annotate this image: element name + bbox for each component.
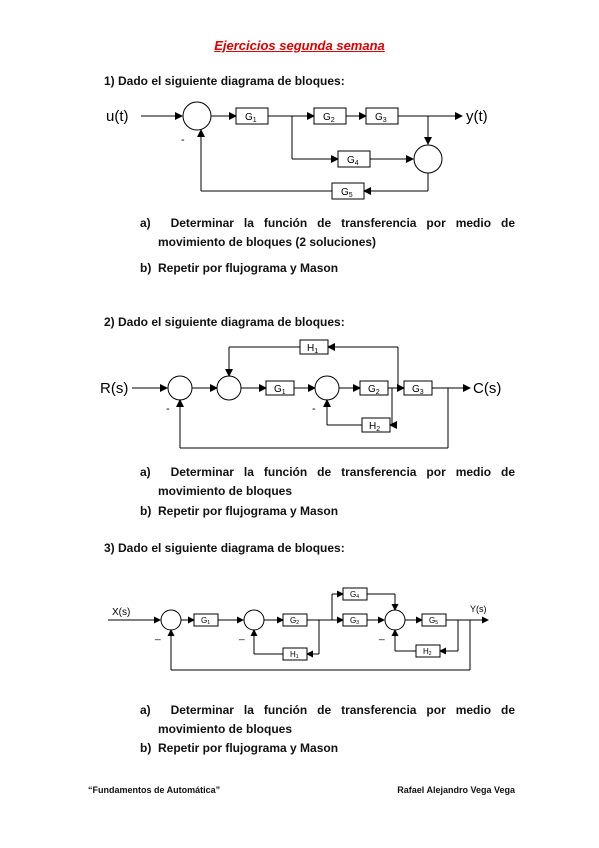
output-label: Y(s) xyxy=(470,604,487,614)
svg-text:H2: H2 xyxy=(369,421,380,433)
problem-2-item-a: a) Determinar la función de transferenci… xyxy=(140,465,516,498)
minus-sign: - xyxy=(166,403,170,415)
svg-text:G1: G1 xyxy=(245,112,257,124)
problem-2-heading: 2) Dado el siguiente diagrama de bloques… xyxy=(104,315,345,329)
summing-junction xyxy=(314,375,340,401)
problem-1-item-a: a) Determinar la función de transferenci… xyxy=(140,216,516,249)
summing-junction xyxy=(243,609,265,631)
summing-junction xyxy=(182,101,212,131)
output-label: y(t) xyxy=(466,108,488,125)
problem-3-item-a: a) Determinar la función de transferenci… xyxy=(140,703,516,736)
problem-1-heading: 1) Dado el siguiente diagrama de bloques… xyxy=(104,74,345,88)
summing-junction xyxy=(216,375,242,401)
minus-sign: _ xyxy=(238,630,245,641)
problem-3-item-b: b)Repetir por flujograma y Mason xyxy=(140,741,339,755)
problem-1-block-diagram: u(t) - G1 G2 G3 y(t) G4 G5 xyxy=(106,101,488,200)
svg-text:G2: G2 xyxy=(290,616,299,626)
svg-text:H2: H2 xyxy=(423,647,432,657)
input-label: u(t) xyxy=(106,108,129,125)
problem-2-block-diagram: R(s) - G1 - G2 G3 C(s) H1 H2 xyxy=(100,339,501,449)
summing-junction xyxy=(384,609,406,631)
problem-3-heading: 3) Dado el siguiente diagrama de bloques… xyxy=(104,541,345,555)
footer-author: Rafael Alejandro Vega Vega xyxy=(397,785,515,795)
minus-sign: - xyxy=(312,403,316,415)
svg-text:G2: G2 xyxy=(323,112,335,124)
minus-sign: _ xyxy=(154,630,161,641)
svg-text:G5: G5 xyxy=(341,187,353,199)
svg-text:G3: G3 xyxy=(350,616,359,626)
svg-text:G1: G1 xyxy=(274,384,286,396)
svg-text:G1: G1 xyxy=(201,616,210,626)
svg-text:G3: G3 xyxy=(412,384,424,396)
svg-text:G4: G4 xyxy=(350,590,359,600)
summing-junction xyxy=(413,144,443,174)
svg-text:H1: H1 xyxy=(307,343,318,355)
problem-1-item-b: b)Repetir por flujograma y Mason xyxy=(140,261,339,275)
svg-text:G3: G3 xyxy=(375,112,387,124)
input-label: R(s) xyxy=(100,380,128,397)
svg-text:H1: H1 xyxy=(290,650,299,660)
minus-sign: _ xyxy=(378,630,385,641)
footer-course: “Fundamentos de Automática” xyxy=(88,785,221,795)
summing-junction xyxy=(160,609,182,631)
input-label: X(s) xyxy=(112,607,130,618)
minus-sign: - xyxy=(181,134,185,146)
problem-2-item-b: b)Repetir por flujograma y Mason xyxy=(140,504,339,518)
svg-text:G4: G4 xyxy=(347,155,359,167)
page-title: Ejercicios segunda semana xyxy=(214,38,385,53)
output-label: C(s) xyxy=(473,380,501,397)
svg-text:G5: G5 xyxy=(429,616,438,626)
svg-text:G2: G2 xyxy=(368,384,380,396)
summing-junction xyxy=(167,375,193,401)
problem-3-block-diagram: X(s) _ G1 _ G2 G3 _ G5 Y(s) G4 H1 H2 xyxy=(108,587,489,671)
